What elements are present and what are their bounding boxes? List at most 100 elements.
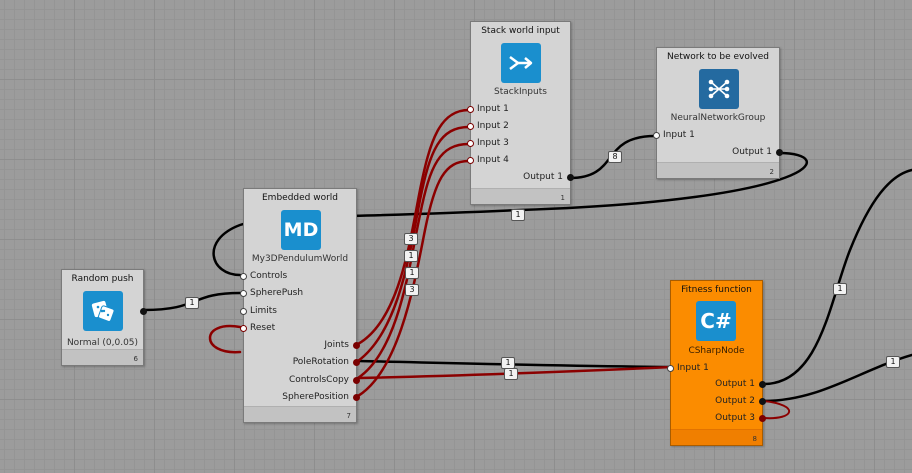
port-dot[interactable] — [240, 273, 247, 280]
wire-reset-loop[interactable] — [208, 324, 242, 354]
input-port-3[interactable]: Input 3 — [467, 138, 509, 148]
port-dot[interactable] — [467, 106, 474, 113]
port-label: PoleRotation — [292, 357, 349, 367]
connection-badge: 1 — [404, 250, 418, 262]
output-port-3[interactable]: Output 3 — [715, 413, 766, 423]
output-port-joints[interactable]: Joints — [324, 340, 360, 350]
connection-badge: 3 — [404, 233, 418, 245]
input-port-1[interactable]: Input 1 — [667, 363, 709, 373]
md-icon: MD — [281, 210, 321, 250]
port-label: Output 1 — [732, 147, 772, 157]
port-dot[interactable] — [353, 342, 360, 349]
port-label: Joints — [324, 340, 349, 350]
port-dot[interactable] — [653, 132, 660, 139]
port-dot[interactable] — [759, 381, 766, 388]
port-dot[interactable] — [240, 308, 247, 315]
node-fitness-function[interactable]: Fitness function C# CSharpNode Input 1 O… — [667, 280, 766, 446]
node-index: 7 — [346, 412, 351, 420]
input-port-controls[interactable]: Controls — [240, 271, 288, 281]
wire-controlscopy-to-input3[interactable] — [356, 142, 471, 380]
node-subtitle: My3DPendulumWorld — [251, 254, 349, 264]
input-port-4[interactable]: Input 4 — [467, 155, 509, 165]
node-embedded-world[interactable]: Embedded world MD My3DPendulumWorld Cont… — [240, 188, 360, 423]
input-port-1[interactable]: Input 1 — [653, 130, 695, 140]
port-label: Output 2 — [715, 396, 755, 406]
output-port-controlscopy[interactable]: ControlsCopy — [289, 375, 360, 385]
port-label: Input 2 — [477, 121, 509, 131]
port-dot[interactable] — [567, 174, 574, 181]
port-dot[interactable] — [467, 157, 474, 164]
node-subtitle: StackInputs — [494, 87, 547, 97]
connection-badge: 1 — [504, 368, 518, 380]
connection-badge: 1 — [833, 283, 847, 295]
port-label: Output 1 — [523, 172, 563, 182]
wire-polerotation-to-fitness[interactable] — [356, 359, 674, 369]
node-subtitle: CSharpNode — [688, 346, 745, 356]
wire-fitness-loop[interactable] — [763, 400, 791, 420]
output-port-polerotation[interactable]: PoleRotation — [292, 357, 360, 367]
node-title: Network to be evolved — [667, 52, 769, 62]
node-index: 1 — [560, 194, 565, 202]
port-label: Output 1 — [715, 379, 755, 389]
node-footer — [471, 188, 570, 204]
node-title: Stack world input — [481, 26, 560, 36]
port-label: Limits — [250, 306, 277, 316]
output-port-1[interactable]: Output 1 — [732, 147, 783, 157]
port-label: Output 3 — [715, 413, 755, 423]
wire-fitness-out1[interactable] — [762, 168, 912, 386]
wire-polerotation-to-input2[interactable] — [356, 125, 471, 363]
port-dot[interactable] — [776, 149, 783, 156]
port-dot[interactable] — [467, 140, 474, 147]
node-subtitle: NeuralNetworkGroup — [670, 113, 766, 123]
port-dot[interactable] — [353, 394, 360, 401]
port-dot[interactable] — [759, 398, 766, 405]
port-dot[interactable] — [353, 377, 360, 384]
connection-badge: 8 — [608, 151, 622, 163]
node-footer — [657, 162, 779, 178]
port-dot[interactable] — [759, 415, 766, 422]
node-stack-world-input[interactable]: Stack world input StackInputs Input 1 In… — [467, 21, 574, 205]
node-title: Fitness function — [681, 285, 752, 295]
connection-badge: 1 — [886, 356, 900, 368]
output-port-sphereposition[interactable]: SpherePosition — [282, 392, 360, 402]
output-port[interactable] — [136, 306, 147, 316]
node-subtitle: Normal (0,0.05) — [66, 338, 139, 348]
node-network[interactable]: Network to be evolved NeuralNetworkGroup… — [653, 47, 783, 179]
port-dot[interactable] — [240, 325, 247, 332]
output-port-1[interactable]: Output 1 — [523, 172, 574, 182]
port-dot[interactable] — [240, 290, 247, 297]
node-footer — [671, 429, 762, 445]
dice-icon — [83, 291, 123, 331]
port-dot[interactable] — [667, 365, 674, 372]
port-label: Input 3 — [477, 138, 509, 148]
port-dot[interactable] — [353, 359, 360, 366]
port-dot[interactable] — [467, 123, 474, 130]
node-index: 8 — [752, 435, 757, 443]
node-index: 6 — [133, 355, 138, 363]
icon-text: MD — [283, 219, 319, 241]
node-footer — [62, 349, 143, 365]
port-label: Input 1 — [677, 363, 709, 373]
stack-arrow-icon — [501, 43, 541, 83]
port-dot[interactable] — [140, 308, 147, 315]
wire-sphereposition-to-input4[interactable] — [356, 159, 471, 398]
input-port-1[interactable]: Input 1 — [467, 104, 509, 114]
input-port-spherepush[interactable]: SpherePush — [240, 288, 303, 298]
wire-joints-to-input1[interactable] — [356, 108, 471, 346]
connection-badge: 1 — [405, 267, 419, 279]
wire-network-to-controls[interactable] — [212, 151, 809, 277]
input-port-reset[interactable]: Reset — [240, 323, 275, 333]
port-label: Input 1 — [663, 130, 695, 140]
input-port-2[interactable]: Input 2 — [467, 121, 509, 131]
output-port-2[interactable]: Output 2 — [715, 396, 766, 406]
connection-badge: 1 — [511, 209, 525, 221]
node-random-push[interactable]: Random push Normal (0,0.05) 6 — [61, 269, 147, 366]
icon-text: C# — [700, 309, 732, 333]
node-index: 2 — [769, 168, 774, 176]
port-label: Controls — [250, 271, 288, 281]
node-title: Random push — [71, 274, 134, 284]
connection-badge: 3 — [405, 284, 419, 296]
output-port-1[interactable]: Output 1 — [715, 379, 766, 389]
input-port-limits[interactable]: Limits — [240, 306, 277, 316]
